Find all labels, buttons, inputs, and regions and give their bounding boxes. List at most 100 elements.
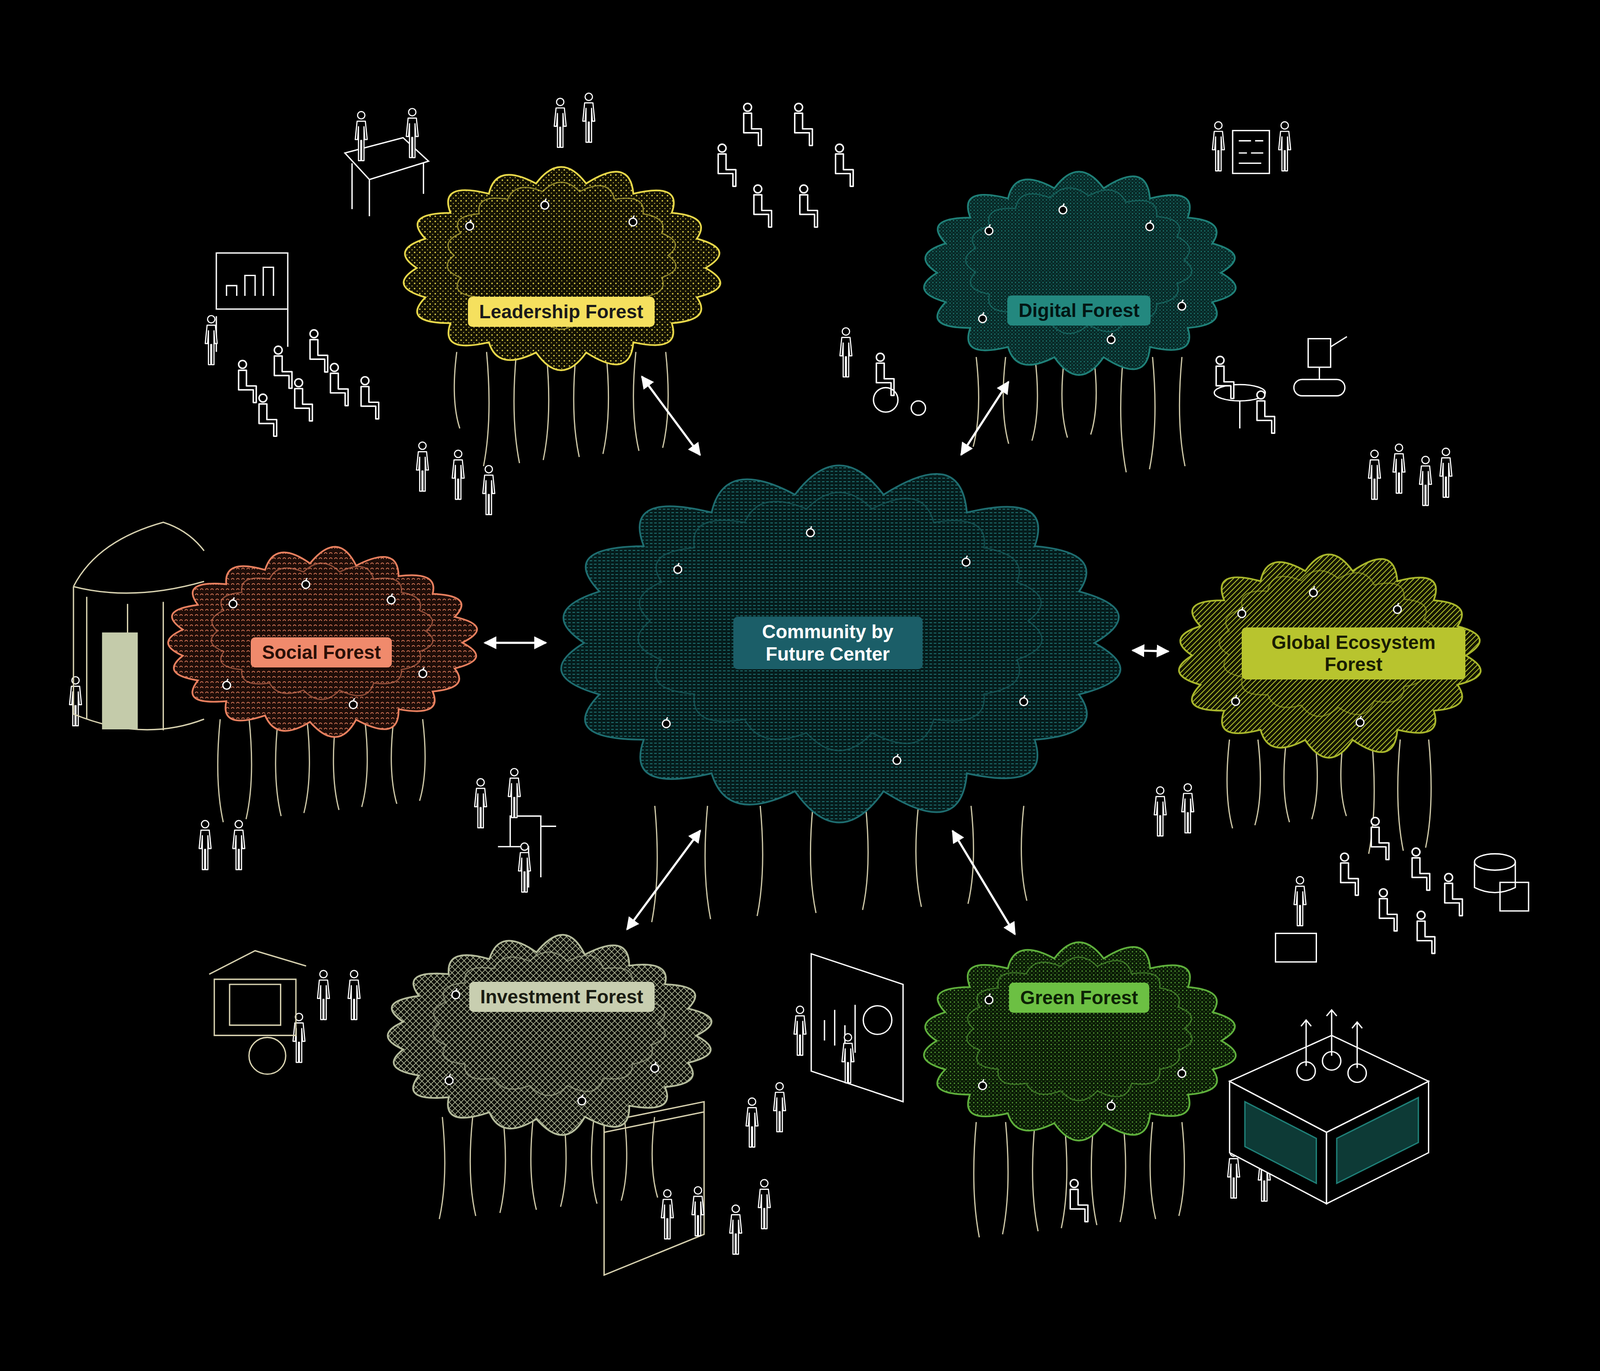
people-figures xyxy=(800,184,818,228)
tree-root xyxy=(968,806,974,905)
fruit-icon xyxy=(1397,603,1399,606)
people-figures xyxy=(746,1098,759,1148)
fruit-icon xyxy=(654,1061,656,1065)
canopy-outline xyxy=(561,465,1121,823)
people-figures xyxy=(873,387,899,413)
tree-root xyxy=(1397,739,1404,852)
fruit-icon xyxy=(349,701,357,709)
label-group: Leadership Forest xyxy=(467,296,655,327)
fruit-icon xyxy=(810,526,812,529)
tree-root xyxy=(1120,1122,1126,1222)
people-figures xyxy=(294,378,313,422)
fruit-icon xyxy=(353,698,355,702)
fruit-icon xyxy=(962,555,970,567)
people-figures xyxy=(1154,787,1167,837)
canopy-lobe xyxy=(966,956,1192,1101)
props xyxy=(661,1190,674,1240)
fruit-icon xyxy=(1238,607,1247,618)
people-figures xyxy=(793,1006,807,1056)
fruit-icon xyxy=(1145,220,1154,231)
fruit-icon xyxy=(387,596,395,604)
fruit-icon xyxy=(577,1097,586,1105)
tree-canopy: Investment Forest xyxy=(382,933,715,1138)
people-figures xyxy=(1070,1179,1088,1222)
tree-root xyxy=(1021,806,1028,902)
people-figures xyxy=(1239,400,1241,429)
tree-root xyxy=(361,719,368,807)
people-figures xyxy=(1238,140,1264,164)
people-figures xyxy=(474,778,487,828)
fruit-icon xyxy=(677,563,680,566)
tree-root xyxy=(454,351,460,429)
people-figures xyxy=(518,843,531,893)
people-figures xyxy=(743,103,762,146)
fruit-icon xyxy=(806,528,815,537)
fruit-icon xyxy=(541,201,549,210)
tree-root xyxy=(621,1116,627,1201)
fruit-icon xyxy=(989,224,991,228)
fruit-icon xyxy=(985,993,994,1004)
people-figures xyxy=(1417,911,1435,954)
people-figures xyxy=(1232,130,1270,174)
tree-root xyxy=(1255,739,1261,826)
people-figures xyxy=(1319,336,1348,380)
fruit-icon xyxy=(1145,223,1154,231)
people-figures xyxy=(1371,817,1389,860)
tree-root xyxy=(1179,356,1185,467)
people-figures xyxy=(69,676,82,726)
fruit-icon xyxy=(222,681,231,690)
canopy-outline xyxy=(924,172,1237,376)
fruit-icon xyxy=(650,1061,659,1073)
people-figures xyxy=(1216,356,1234,399)
people-figures xyxy=(1393,444,1406,494)
tree-root xyxy=(603,351,609,454)
people-figures xyxy=(1293,379,1345,396)
fruit-icon xyxy=(633,215,635,219)
tree-root xyxy=(591,1116,597,1204)
tree-canopy: Global Ecosystem Forest xyxy=(1173,550,1485,760)
fruit-icon xyxy=(449,1073,451,1077)
fruit-icon xyxy=(465,221,474,230)
fruit-icon xyxy=(349,698,357,709)
fruit-icon xyxy=(1309,588,1318,597)
tree-canopy: Digital Forest xyxy=(918,168,1240,378)
canopy-outline xyxy=(1178,554,1481,758)
people-figures xyxy=(582,93,595,143)
tree-canopy: Leadership Forest xyxy=(397,163,725,373)
canopy-outline xyxy=(403,166,721,371)
people-figures xyxy=(258,393,277,437)
fruit-icon xyxy=(469,219,471,222)
tree-root xyxy=(1283,739,1290,823)
fruit-icon xyxy=(1023,695,1025,698)
forest-label: Leadership Forest xyxy=(467,296,655,327)
tree-root xyxy=(1091,1122,1097,1226)
connector-arrow xyxy=(952,830,1016,935)
tree-root xyxy=(1120,356,1127,473)
fruit-icon xyxy=(465,219,474,230)
people-figures xyxy=(416,442,429,492)
people-figures xyxy=(911,400,926,416)
fruit-icon xyxy=(445,1073,453,1085)
fruit-icon xyxy=(896,753,899,757)
people-figures xyxy=(69,93,1529,1222)
fruit-icon xyxy=(989,993,991,997)
fruit-icon xyxy=(1107,335,1116,344)
tree-root xyxy=(275,719,282,816)
people-figures xyxy=(1419,456,1432,506)
people-figures xyxy=(1444,873,1463,916)
fruit-icon xyxy=(1393,605,1402,614)
people-figures xyxy=(1307,338,1331,368)
people-figures xyxy=(216,252,288,309)
fruit-icon xyxy=(1181,299,1184,303)
fruit-icon xyxy=(1111,1099,1113,1103)
people-figures xyxy=(718,144,736,187)
people-figures xyxy=(310,329,328,373)
people-figures xyxy=(794,103,813,146)
fruit-icon xyxy=(1178,302,1186,311)
people-figures xyxy=(753,184,772,228)
props xyxy=(249,1037,286,1074)
fruit-icon xyxy=(455,988,457,991)
fruit-icon xyxy=(390,593,393,597)
people-figures xyxy=(1440,448,1453,498)
tree-root xyxy=(810,806,816,914)
